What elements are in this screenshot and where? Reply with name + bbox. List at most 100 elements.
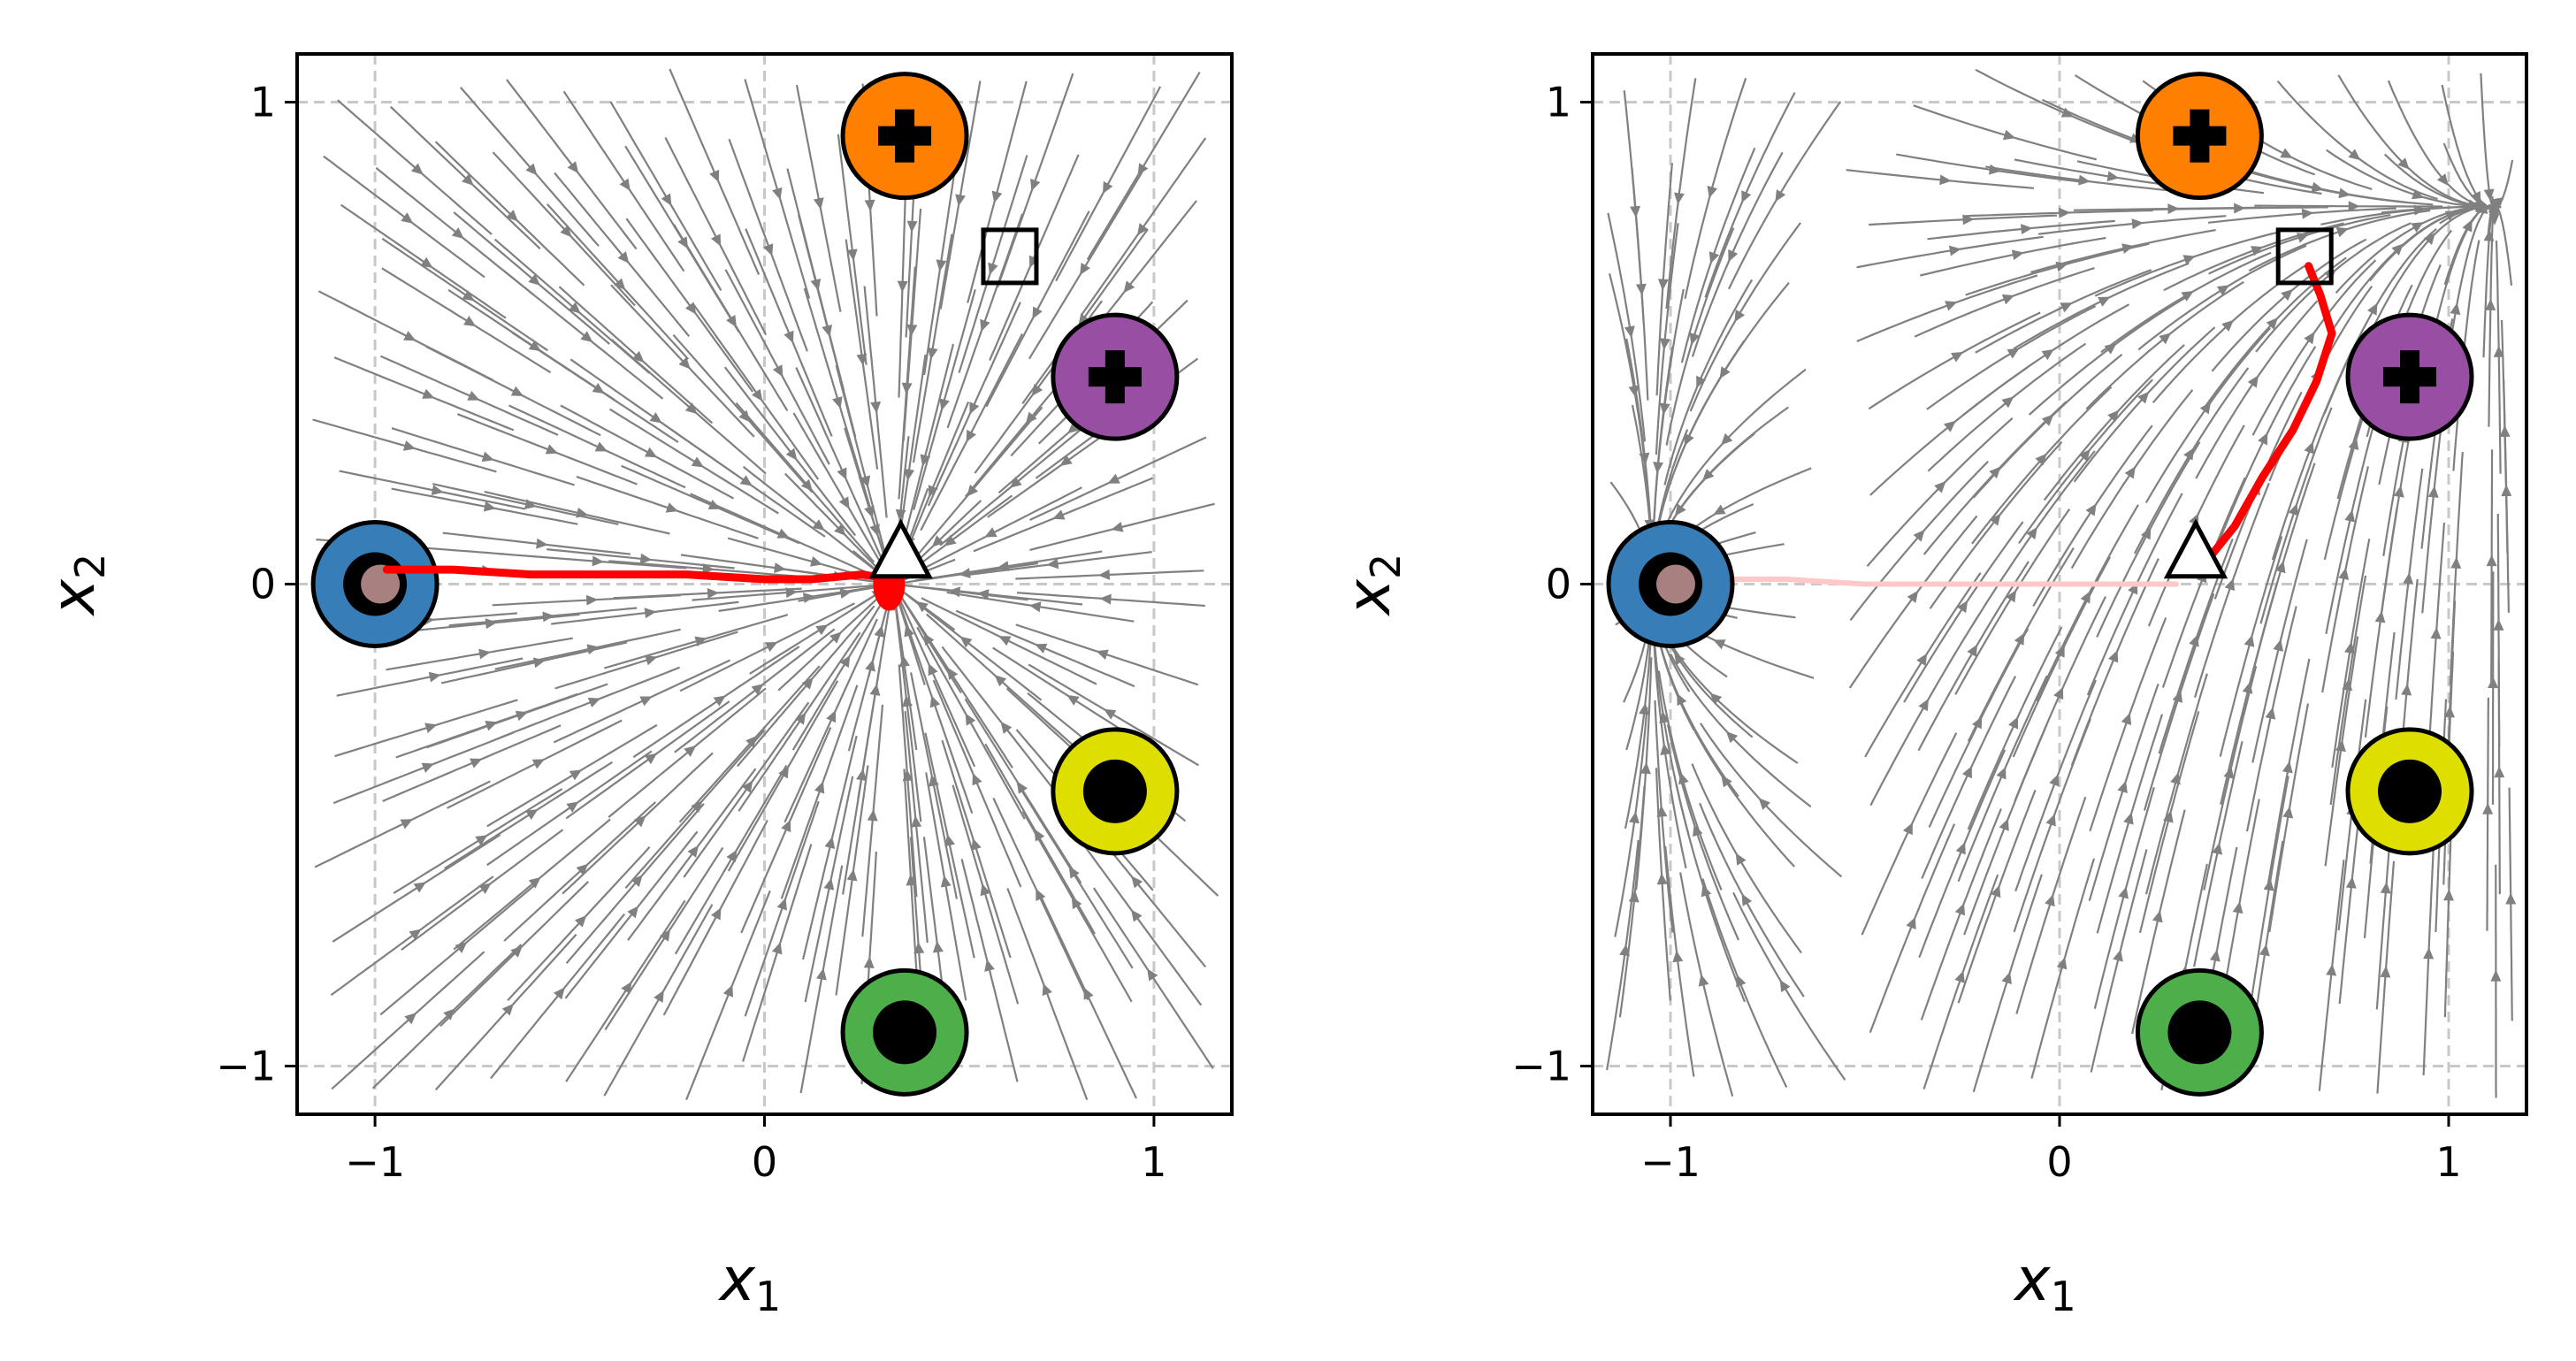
streamline-arrow xyxy=(428,671,441,683)
streamline-arrow xyxy=(2108,650,2119,663)
endpoint-blob xyxy=(361,564,401,604)
streamline xyxy=(1028,663,1199,767)
streamline-arrow xyxy=(826,709,837,723)
streamline-arrow xyxy=(2041,348,2054,361)
streamline-arrow xyxy=(574,915,587,928)
streamline-arrow xyxy=(991,190,1003,203)
streamline-arrow xyxy=(2335,226,2349,238)
target-circle xyxy=(1606,520,1735,648)
streamline xyxy=(2131,809,2186,1035)
streamline xyxy=(2219,536,2283,757)
streamline xyxy=(551,600,739,625)
streamline-arrow xyxy=(1131,909,1143,922)
streamline xyxy=(1015,623,1199,686)
streamline-arrow xyxy=(2403,572,2414,585)
streamline-arrow xyxy=(1137,163,1149,176)
square-marker xyxy=(2275,227,2334,286)
streamline-arrow xyxy=(713,695,726,707)
streamline xyxy=(939,415,1098,547)
endpoint-blob xyxy=(1656,564,1695,604)
streamline-arrow xyxy=(659,929,670,942)
streamline-arrow xyxy=(576,863,589,875)
triangle-marker xyxy=(868,518,933,579)
streamline-arrow xyxy=(899,654,910,668)
streamline-arrow xyxy=(1735,853,1747,866)
streamline xyxy=(1666,724,1740,941)
streamline xyxy=(391,487,578,525)
streamline-arrow xyxy=(2397,157,2410,170)
streamline xyxy=(844,427,892,577)
streamline-arrow xyxy=(2117,780,2128,794)
dot-marker xyxy=(1082,759,1147,823)
streamline xyxy=(2496,514,2501,747)
streamline xyxy=(621,464,800,545)
streamline xyxy=(780,684,859,899)
streamline xyxy=(2093,786,2155,1009)
streamline-arrow xyxy=(587,697,601,708)
streamline-arrow xyxy=(621,981,632,995)
streamline-arrow xyxy=(2430,627,2442,639)
triangle-marker xyxy=(2163,518,2228,579)
streamline-arrow xyxy=(2045,814,2056,827)
streamline xyxy=(1975,269,2152,354)
streamline-arrow xyxy=(1659,338,1670,350)
streamline-arrow xyxy=(1036,888,1046,902)
streamline-arrow xyxy=(639,696,653,707)
streamline xyxy=(1029,436,1207,521)
streamline-arrow xyxy=(2014,632,2025,646)
streamline-arrow xyxy=(1028,601,1042,613)
streamline-arrow xyxy=(1999,818,2009,831)
streamline-arrow xyxy=(751,388,763,401)
streamline-arrow xyxy=(778,766,789,779)
x-tick-label: 1 xyxy=(1141,1138,1166,1186)
streamline-arrow xyxy=(1656,805,1668,817)
streamline-arrow xyxy=(815,624,829,636)
streamline-arrow xyxy=(1009,476,1022,488)
streamline-arrow xyxy=(813,197,824,210)
streamline xyxy=(2331,539,2371,768)
streamline-arrow xyxy=(1025,411,1037,424)
streamline-arrow xyxy=(2265,707,2276,720)
streamline-arrow xyxy=(462,290,475,302)
x-tick-label: 0 xyxy=(2046,1138,2072,1186)
streamline-arrow xyxy=(568,302,581,314)
streamline-arrow xyxy=(2003,129,2016,141)
streamline-arrow xyxy=(1934,480,1946,493)
streamline xyxy=(1967,626,2063,830)
x-axis-label-subscript: 1 xyxy=(755,1273,781,1320)
streamline xyxy=(2266,658,2311,887)
streamline-arrow xyxy=(1943,420,1956,432)
streamline xyxy=(562,752,714,895)
streamline xyxy=(425,683,608,749)
streamline-arrow xyxy=(846,248,858,262)
streamline-arrow xyxy=(1624,325,1635,339)
streamline-arrow xyxy=(2001,971,2012,984)
streamline-arrow xyxy=(2131,218,2144,230)
streamline-arrow xyxy=(645,654,658,666)
streamline-arrow xyxy=(745,735,758,748)
streamline-arrow xyxy=(661,193,672,206)
streamline-arrow xyxy=(2338,567,2350,580)
streamline-arrow xyxy=(2326,963,2337,976)
streamline xyxy=(660,421,826,538)
streamline-arrow xyxy=(2232,901,2243,914)
streamline-arrow xyxy=(2505,892,2517,905)
streamline xyxy=(609,101,722,291)
streamline-arrow xyxy=(1066,694,1080,706)
streamline-arrow xyxy=(410,163,424,175)
streamline-arrow xyxy=(1639,702,1650,715)
streamline xyxy=(486,750,653,867)
streamline xyxy=(334,699,518,758)
streamline-arrow xyxy=(528,273,541,286)
streamline xyxy=(1856,235,2044,269)
target-circle xyxy=(2135,72,2264,201)
streamline-arrow xyxy=(1918,698,1929,712)
streamline xyxy=(955,609,1135,688)
streamline-arrow xyxy=(772,942,783,955)
y-axis-label: x2 xyxy=(39,554,114,617)
streamline-arrow xyxy=(542,611,554,623)
y-tick-label: −1 xyxy=(216,1043,276,1090)
streamline-arrow xyxy=(2008,716,2019,730)
streamline xyxy=(1074,831,1203,1006)
